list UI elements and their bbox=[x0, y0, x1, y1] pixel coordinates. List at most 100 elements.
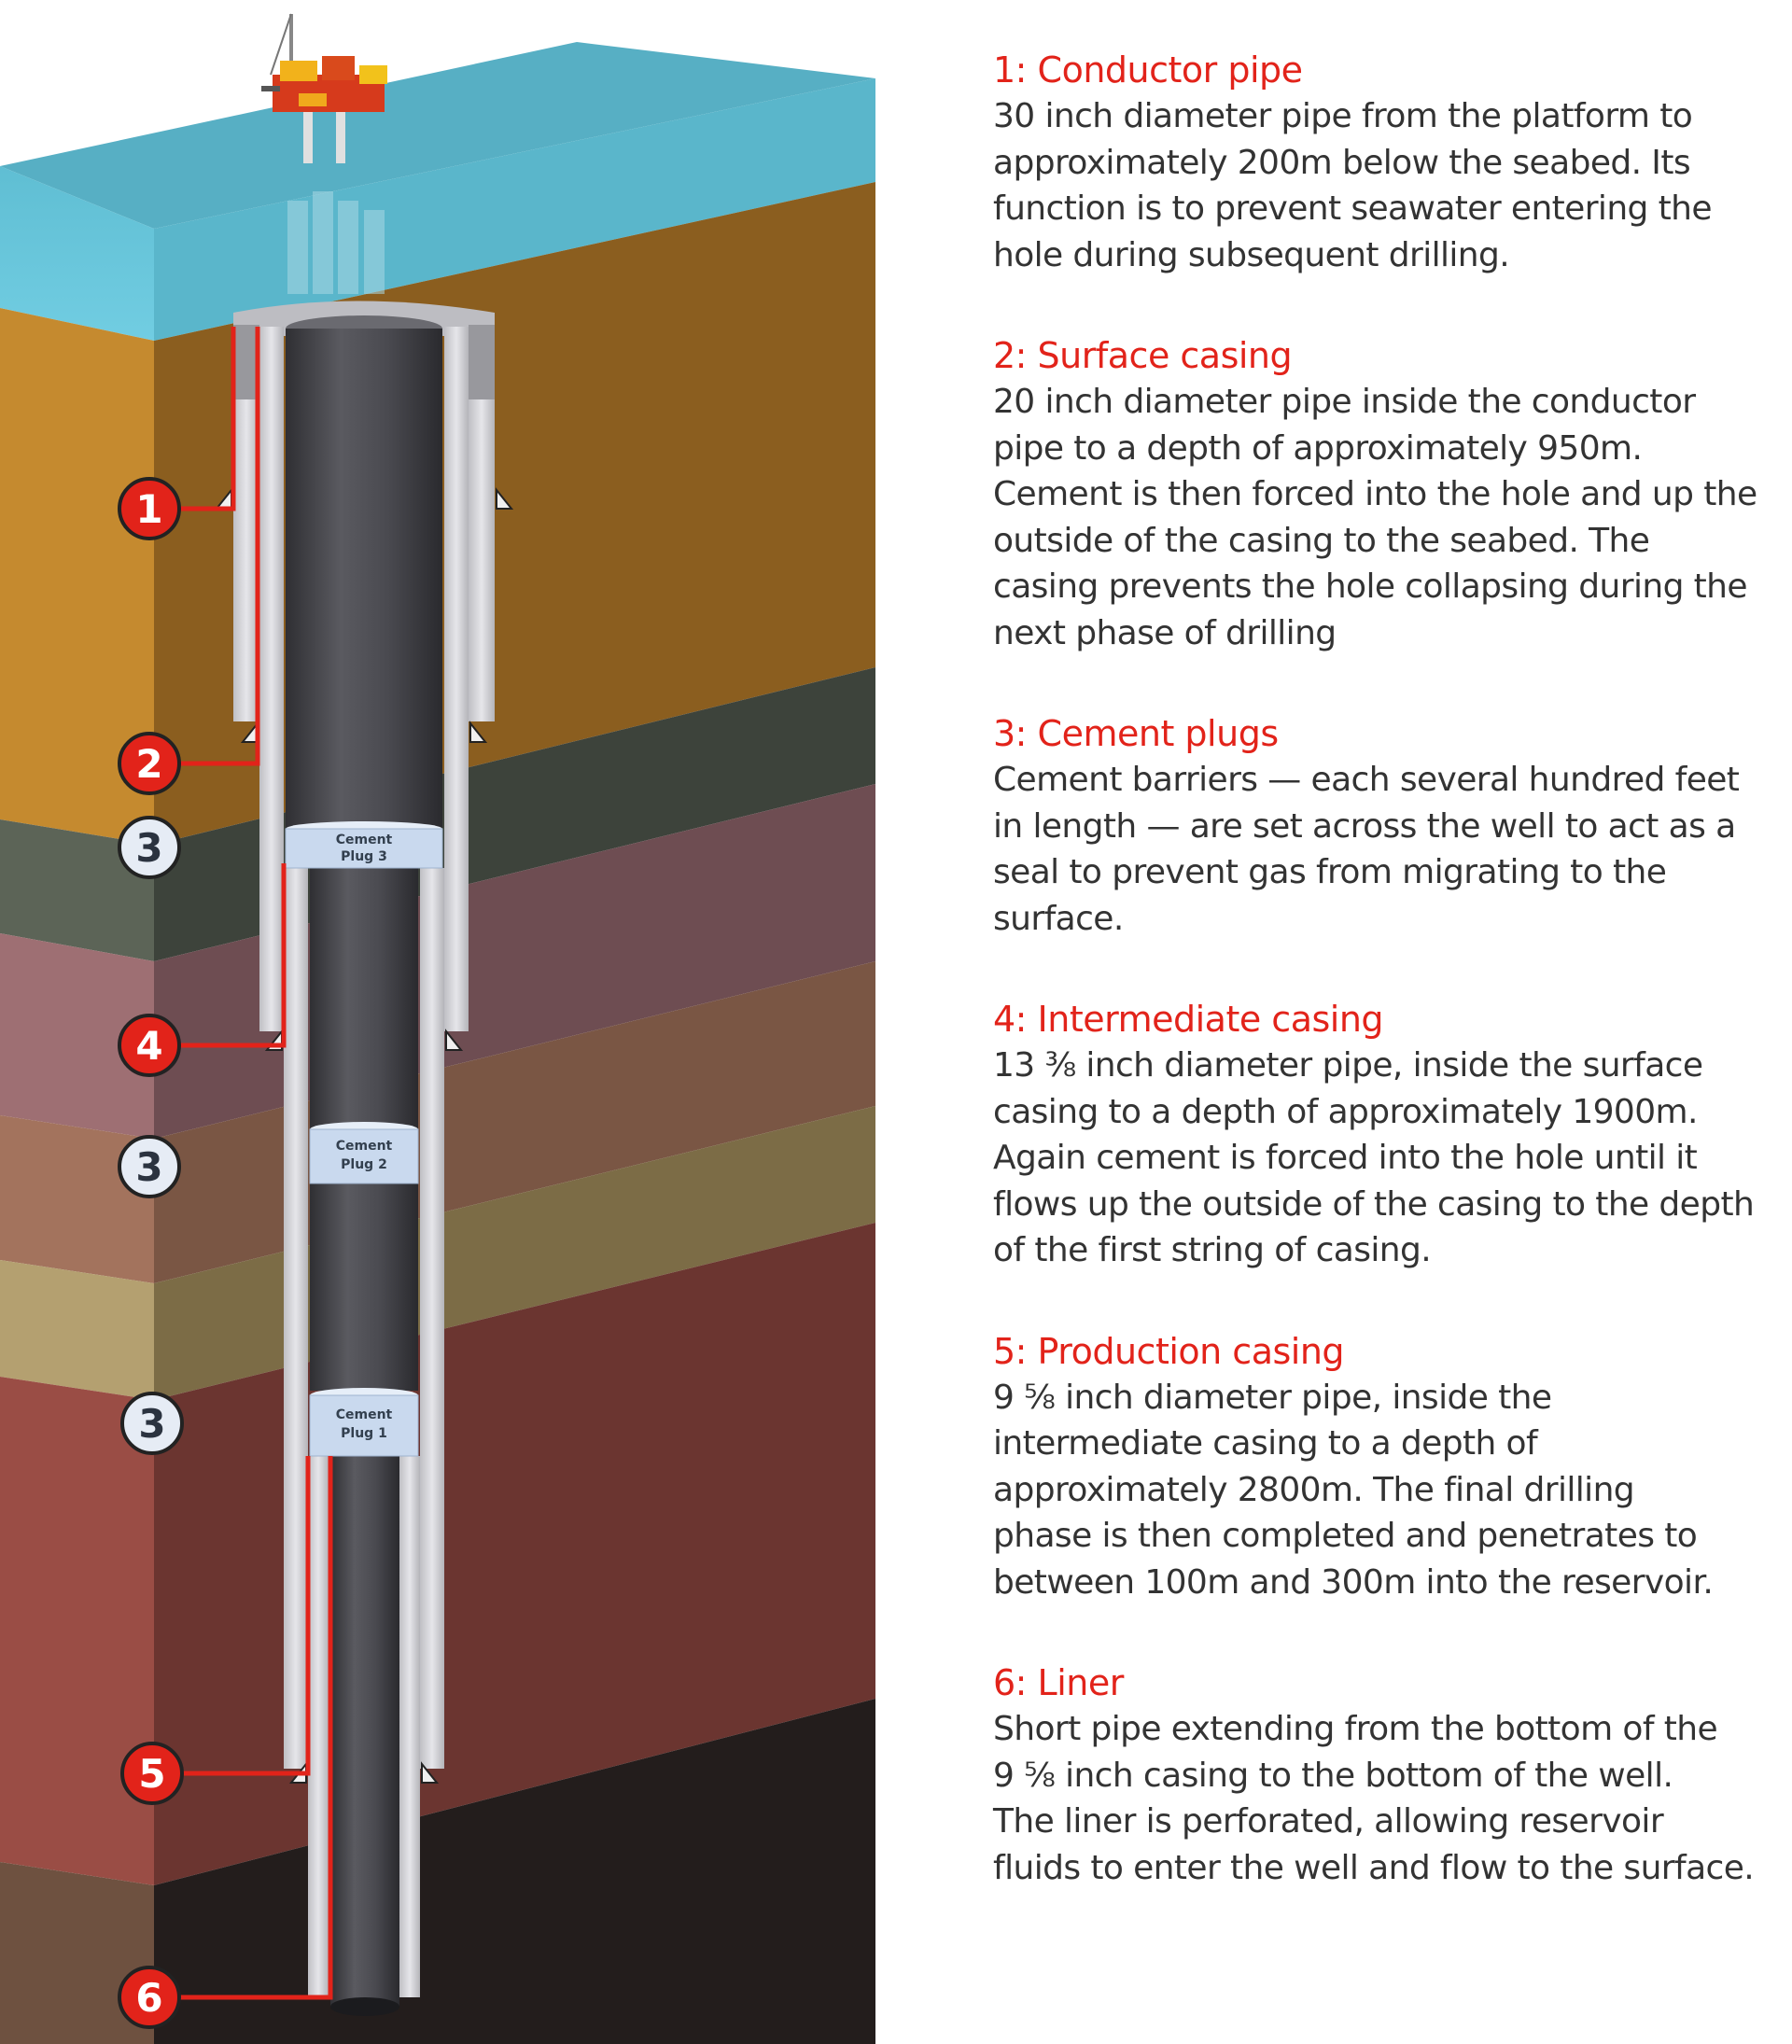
rock-layer-4-left bbox=[0, 1115, 154, 1283]
section-line: next phase of drilling bbox=[993, 613, 1337, 652]
section-line: phase is then completed and penetrates t… bbox=[993, 1517, 1698, 1555]
section-line: in length — are set across the well to a… bbox=[993, 806, 1736, 846]
section-line: pipe to a depth of approximately 950m. bbox=[993, 428, 1643, 468]
rock-layer-7-left bbox=[0, 1862, 154, 2044]
production-casing bbox=[308, 1456, 420, 1997]
section-line: of the first string of casing. bbox=[993, 1231, 1432, 1269]
marker-circle bbox=[118, 816, 181, 879]
marker-circle bbox=[118, 1014, 181, 1077]
plug-3-line2: Plug 3 bbox=[341, 849, 387, 864]
plug-3-line1: Cement bbox=[336, 833, 393, 847]
section-body: 30 inch diameter pipe from the platform … bbox=[993, 93, 1758, 278]
section-title: 4: Intermediate casing bbox=[993, 999, 1384, 1040]
section-title: 5: Production casing bbox=[993, 1330, 1345, 1372]
section-body: 13 ³⁄₈ inch diameter pipe, inside the su… bbox=[993, 1043, 1758, 1274]
cement-plug-1: Cement Plug 1 bbox=[309, 1388, 419, 1457]
section-line: casing to a depth of approximately 1900m… bbox=[993, 1092, 1698, 1131]
well-bore bbox=[286, 315, 442, 2016]
sea-body-right bbox=[154, 78, 875, 341]
plug-2-line2: Plug 2 bbox=[341, 1157, 387, 1172]
plug-2-line1: Cement bbox=[336, 1139, 393, 1154]
platform-legs bbox=[287, 191, 385, 294]
cement-plug-2: Cement Plug 2 bbox=[309, 1122, 419, 1184]
marker-circle bbox=[118, 1135, 181, 1198]
section-line: flows up the outside of the casing to th… bbox=[993, 1184, 1755, 1224]
marker-1-0: 1 bbox=[118, 477, 181, 540]
marker-circle bbox=[118, 477, 181, 540]
marker-label: 5 bbox=[138, 1751, 165, 1797]
section-line: casing prevents the hole collapsing duri… bbox=[993, 567, 1748, 606]
marker-3-2: 3 bbox=[118, 816, 181, 879]
section-line: hole during subsequent drilling. bbox=[993, 235, 1510, 274]
well-diagram: Cement Plug 3 Cement Plug 2 Cement Plug … bbox=[0, 0, 877, 2044]
marker-circle bbox=[118, 1966, 181, 2029]
section-line: approximately 2800m. The final drilling bbox=[993, 1470, 1635, 1509]
marker-group: 1 2 3 4 3 3 5 6 bbox=[118, 477, 184, 2029]
section-body: 20 inch diameter pipe inside the conduct… bbox=[993, 379, 1758, 656]
marker-label: 1 bbox=[135, 486, 162, 532]
section-line: function is to prevent seawater entering… bbox=[993, 189, 1713, 228]
section-line: Cement barriers — each several hundred f… bbox=[993, 761, 1740, 799]
section-4: 4: Intermediate casing 13 ³⁄₈ inch diamet… bbox=[993, 996, 1758, 1274]
section-body: 9 ⁵⁄₈ inch diameter pipe, inside the inte… bbox=[993, 1375, 1758, 1606]
plug-1-line2: Plug 1 bbox=[341, 1426, 387, 1441]
marker-3-5: 3 bbox=[120, 1392, 184, 1455]
section-line: 9 ⁵⁄₈ inch casing to the bottom of the w… bbox=[993, 1756, 1673, 1795]
marker-circle bbox=[120, 1742, 184, 1805]
section-line: Again cement is forced into the hole unt… bbox=[993, 1139, 1698, 1177]
section-line: 9 ⁵⁄₈ inch diameter pipe, inside the bbox=[993, 1378, 1552, 1417]
section-line: 13 ³⁄₈ inch diameter pipe, inside the su… bbox=[993, 1046, 1703, 1085]
section-line: The liner is perforated, allowing reserv… bbox=[993, 1802, 1664, 1841]
marker-5-6: 5 bbox=[120, 1742, 184, 1805]
rock-layer-6-left bbox=[0, 1377, 154, 1885]
marker-label: 6 bbox=[135, 1975, 162, 2021]
section-title: 6: Liner bbox=[993, 1662, 1124, 1703]
section-title: 1: Conductor pipe bbox=[993, 49, 1303, 91]
rock-layer-2-left bbox=[0, 819, 154, 961]
marker-6-7: 6 bbox=[118, 1966, 181, 2029]
well-cross-section: Cement Plug 3 Cement Plug 2 Cement Plug … bbox=[0, 13, 875, 2044]
surface-casing bbox=[259, 327, 469, 1031]
marker-label: 3 bbox=[135, 825, 162, 871]
marker-label: 3 bbox=[138, 1401, 165, 1447]
description-panel: 1: Conductor pipe 30 inch diameter pipe f… bbox=[993, 47, 1758, 1945]
section-1: 1: Conductor pipe 30 inch diameter pipe f… bbox=[993, 47, 1758, 278]
plug-1-line1: Cement bbox=[336, 1407, 393, 1422]
section-line: approximately 200m below the seabed. Its bbox=[993, 143, 1691, 182]
section-line: between 100m and 300m into the reservoir… bbox=[993, 1562, 1714, 1602]
marker-label: 3 bbox=[135, 1144, 162, 1190]
intermediate-casing bbox=[284, 868, 444, 1769]
marker-2-1: 2 bbox=[118, 732, 181, 795]
section-line: seal to prevent gas from migrating to th… bbox=[993, 853, 1667, 891]
marker-label: 4 bbox=[135, 1023, 162, 1069]
rock-layer-3-left bbox=[0, 933, 154, 1139]
marker-circle bbox=[120, 1392, 184, 1455]
rock-layer-1-left bbox=[0, 308, 154, 845]
section-line: Cement is then forced into the hole and … bbox=[993, 475, 1757, 513]
section-title: 2: Surface casing bbox=[993, 335, 1293, 376]
section-line: fluids to enter the well and flow to the… bbox=[993, 1848, 1755, 1887]
marker-label: 2 bbox=[135, 741, 162, 787]
oil-platform bbox=[261, 13, 387, 163]
marker-circle bbox=[118, 732, 181, 795]
section-line: 20 inch diameter pipe inside the conduct… bbox=[993, 383, 1696, 421]
section-line: outside of the casing to the seabed. The bbox=[993, 521, 1650, 560]
leader-lines bbox=[177, 327, 333, 2000]
marker-3-4: 3 bbox=[118, 1135, 181, 1198]
sea-surface bbox=[0, 42, 875, 229]
section-title: 3: Cement plugs bbox=[993, 713, 1279, 754]
section-line: 30 inch diameter pipe from the platform … bbox=[993, 97, 1693, 135]
section-line: surface. bbox=[993, 899, 1124, 938]
section-line: intermediate casing to a depth of bbox=[993, 1424, 1538, 1463]
section-body: Cement barriers — each several hundred f… bbox=[993, 757, 1758, 942]
section-2: 2: Surface casing 20 inch diameter pipe i… bbox=[993, 332, 1758, 656]
sea-body bbox=[0, 166, 154, 341]
rock-layer-5-left bbox=[0, 1260, 154, 1400]
section-body: Short pipe extending from the bottom of … bbox=[993, 1706, 1758, 1891]
cement-plug-3: Cement Plug 3 bbox=[285, 821, 443, 869]
marker-4-3: 4 bbox=[118, 1014, 181, 1077]
section-line: Short pipe extending from the bottom of … bbox=[993, 1710, 1718, 1748]
